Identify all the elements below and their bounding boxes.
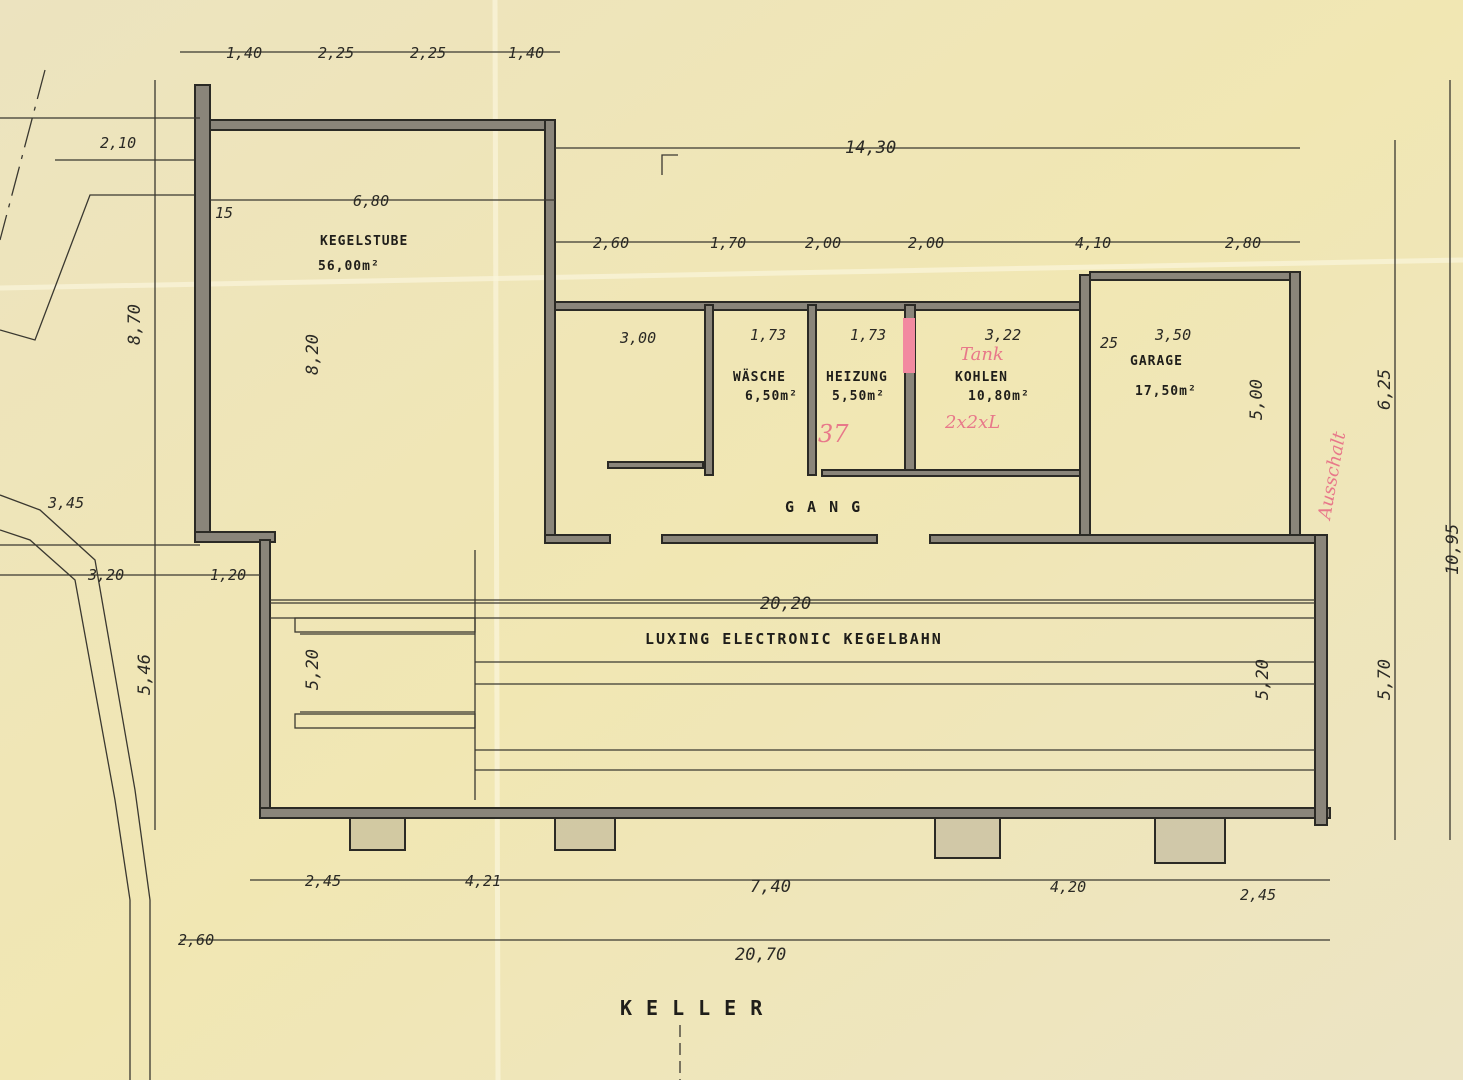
- room-kegelbahn-name: LUXING ELECTRONIC KEGELBAHN: [645, 630, 943, 648]
- annotation-tank-size: 2x2xL: [944, 412, 1000, 433]
- dim-kohlen: 3,22: [984, 326, 1021, 344]
- dim-bottom-2: 4,21: [465, 872, 501, 890]
- dim-wasche: 1,73: [750, 326, 786, 344]
- dim-wall-25: 25: [1100, 334, 1118, 352]
- dim-left-1: 2,10: [100, 134, 136, 152]
- room-labels: KEGELSTUBE 56,00m² WÄSCHE 6,50m² HEIZUNG…: [318, 234, 1197, 1020]
- dim-left-5: 1,20: [210, 566, 246, 584]
- room-heizung-area: 5,50m²: [832, 389, 885, 404]
- dim-lane-depth-left: 5,20: [303, 649, 323, 690]
- dim-bottom-4: 4,20: [1050, 878, 1086, 896]
- annotation-tank: Tank: [960, 344, 1004, 365]
- room-kohlen-area: 10,80m²: [968, 389, 1030, 404]
- room-kegelstube-area: 56,00m²: [318, 259, 380, 274]
- dim-row-2: 1,70: [710, 234, 746, 252]
- dim-top-3: 2,25: [410, 44, 446, 62]
- annotation-37: 37: [818, 420, 849, 448]
- dim-bottom-3: 7,40: [750, 877, 791, 897]
- dim-row-6: 2,80: [1225, 234, 1261, 252]
- room-wasche-name: WÄSCHE: [733, 369, 786, 385]
- room-heizung-name: HEIZUNG: [826, 370, 888, 385]
- room-wasche-area: 6,50m²: [745, 389, 798, 404]
- dim-top-4: 1,40: [508, 44, 544, 62]
- dim-wall-15: 15: [215, 204, 233, 222]
- room-kegelstube-name: KEGELSTUBE: [320, 234, 408, 249]
- dim-right-2: 5,70: [1375, 659, 1395, 700]
- tank-marker: [903, 318, 915, 373]
- dim-left-3: 3,45: [47, 494, 84, 512]
- dim-row-4: 2,00: [908, 234, 944, 252]
- dim-left-6: 5,46: [135, 654, 155, 695]
- dim-row-3: 2,00: [805, 234, 841, 252]
- dim-row-5: 4,10: [1075, 234, 1111, 252]
- dim-bottom-1: 2,45: [305, 872, 341, 890]
- section-marker-arrow: [661, 154, 678, 175]
- dim-kegelstube-depth: 8,20: [303, 334, 323, 375]
- dim-kegelstube-width: 6,80: [353, 192, 389, 210]
- paper-fold-horizontal: [0, 257, 1463, 291]
- dim-heizung: 1,73: [850, 326, 886, 344]
- dimension-labels: 1,40 2,25 2,25 1,40 6,80 14,30 2,60 1,70…: [47, 44, 1463, 965]
- dim-lane-depth-right: 5,20: [1253, 659, 1273, 700]
- room-garage-area: 17,50m²: [1135, 384, 1197, 399]
- dimension-lines: [0, 51, 1451, 1080]
- paper-fold-vertical: [492, 0, 501, 1080]
- dim-right-1: 6,25: [1375, 369, 1395, 410]
- dim-stair: 3,00: [619, 329, 656, 347]
- dim-top-2: 2,25: [318, 44, 354, 62]
- dim-garage-width: 3,50: [1154, 326, 1191, 344]
- dim-left-7: 2,60: [178, 931, 214, 949]
- bowling-lanes: [270, 550, 1315, 800]
- dim-left-2: 8,70: [125, 304, 145, 345]
- plan-title: KELLER: [620, 996, 776, 1020]
- dim-lane-length: 20,20: [760, 594, 811, 614]
- walls: [194, 84, 1331, 864]
- dim-row-1: 2,60: [593, 234, 629, 252]
- dim-overall-bottom: 20,70: [735, 945, 786, 965]
- dim-garage-depth: 5,00: [1247, 379, 1267, 420]
- room-gang-name: G A N G: [785, 498, 862, 516]
- dim-right-3: 10,95: [1443, 524, 1463, 575]
- dim-overall-upper: 14,30: [845, 138, 896, 158]
- adjacent-building-wall: [0, 69, 201, 1080]
- dim-top-1: 1,40: [226, 44, 262, 62]
- room-kohlen-name: KOHLEN: [955, 370, 1008, 385]
- dim-bottom-5: 2,45: [1240, 886, 1276, 904]
- dim-left-4: 3,20: [87, 566, 124, 584]
- room-garage-name: GARAGE: [1130, 354, 1183, 369]
